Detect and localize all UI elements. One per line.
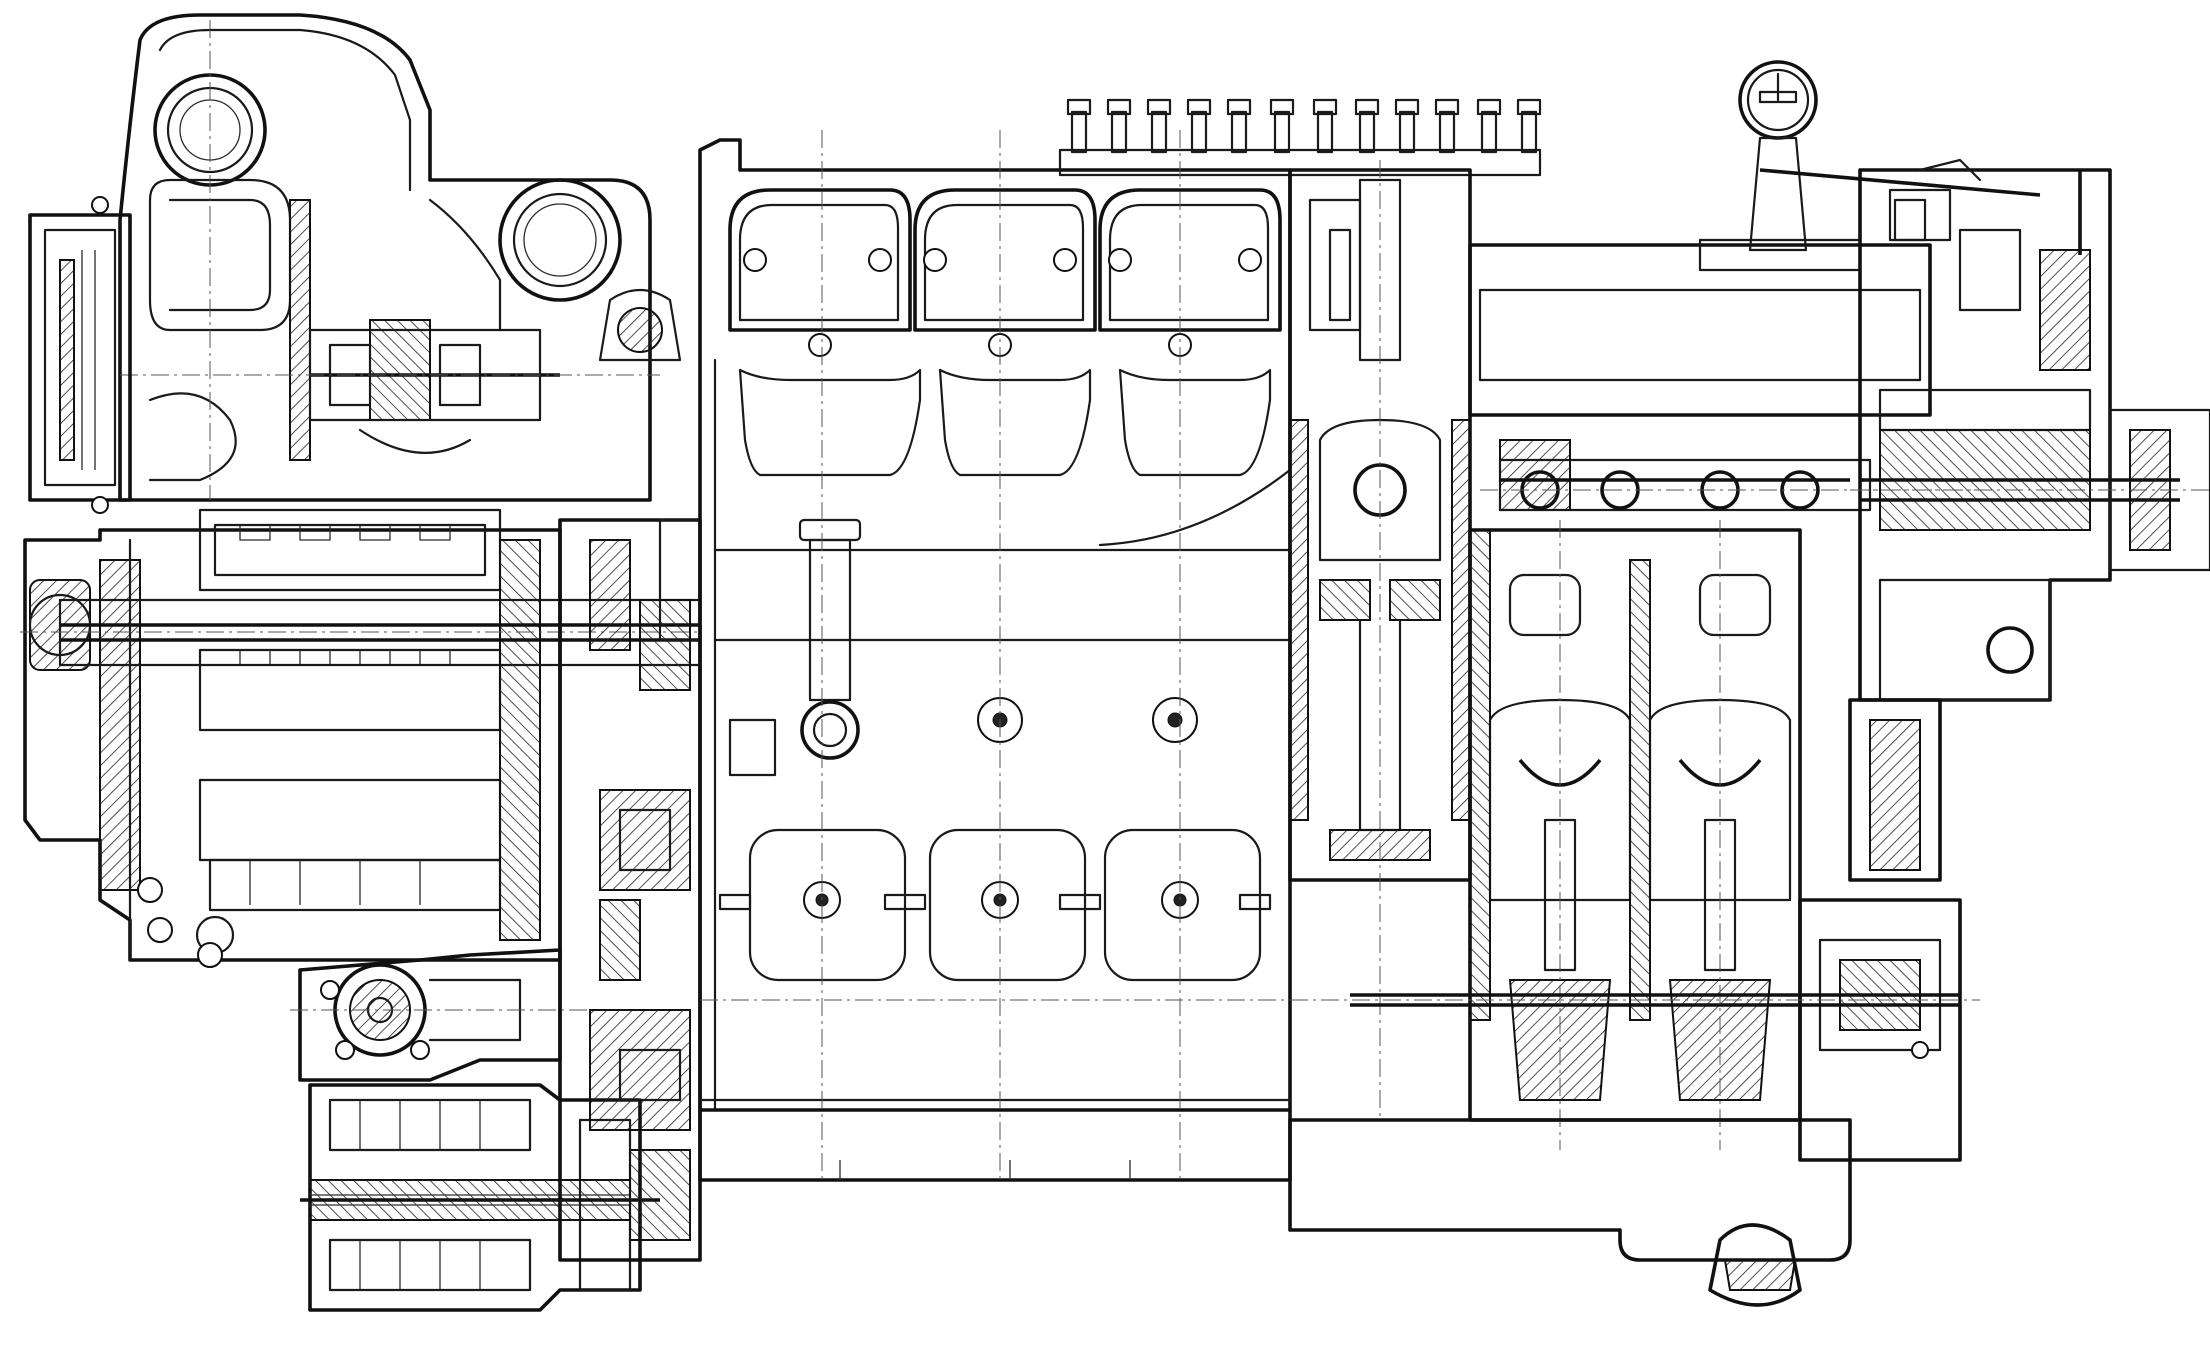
pressure-gauge <box>1698 60 1862 272</box>
turbocharger <box>118 13 660 502</box>
oil-sump <box>1288 1118 1852 1307</box>
injector <box>1226 98 1252 154</box>
governor-housing <box>1850 168 2210 702</box>
injector <box>1476 98 1502 154</box>
injector <box>1354 98 1380 154</box>
auxiliary-drive-housing <box>20 508 702 968</box>
sectioned-cylinder-b <box>1468 520 1802 1150</box>
injector <box>1066 98 1092 154</box>
front-gear-train <box>558 289 702 1262</box>
crankcase-door-covers <box>718 697 1272 982</box>
injector-row <box>1058 98 1542 177</box>
exhaust-manifold <box>713 368 1292 642</box>
intake-pipe <box>728 518 862 777</box>
cylinder-head-cover-2 <box>913 188 1097 357</box>
injector <box>1394 98 1420 154</box>
injector <box>1516 98 1542 154</box>
injector <box>1312 98 1338 154</box>
rear-gear-case <box>1290 698 1980 1162</box>
air-filter <box>28 196 132 514</box>
injector <box>1434 98 1460 154</box>
injector <box>1269 98 1295 154</box>
center-lines <box>700 130 1300 1180</box>
crankcase-block <box>698 138 1292 1182</box>
injector <box>1146 98 1172 154</box>
injector <box>1186 98 1212 154</box>
injector <box>1106 98 1132 154</box>
sectioned-cylinder-a <box>1288 160 1472 1120</box>
cylinder-head-cover-3 <box>1098 188 1282 357</box>
cylinder-head-cover-1 <box>728 188 912 357</box>
oil-pump-assembly <box>290 948 620 1082</box>
levers-and-rods <box>1759 158 2082 255</box>
